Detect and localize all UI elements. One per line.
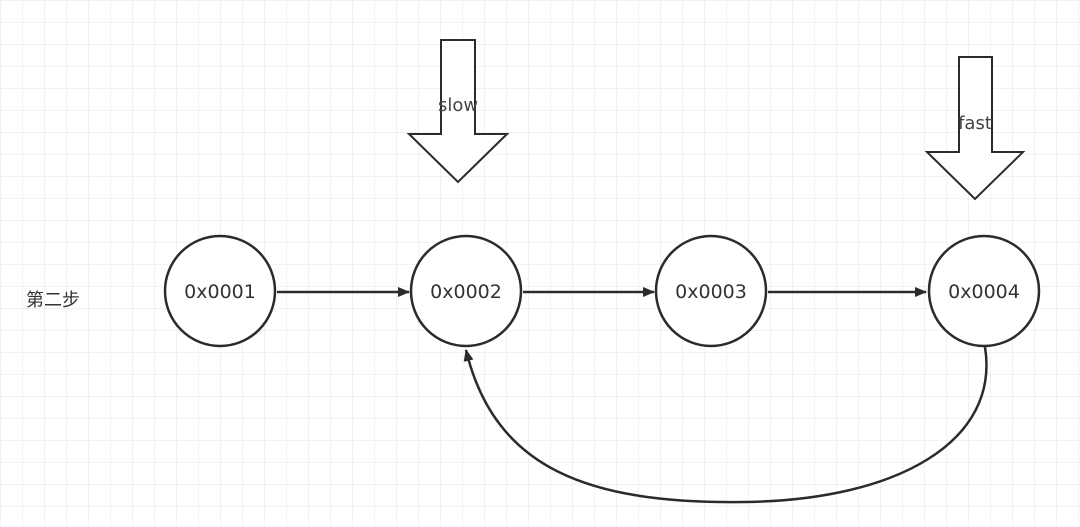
node-label: 0x0003 [675,281,747,303]
fast-pointer-arrow [924,56,1026,201]
fast-pointer-label: fast [958,113,992,134]
node-0x0002: 0x0002 [409,234,523,348]
node-circle [409,234,523,348]
node-0x0003: 0x0003 [654,234,768,348]
edge-n4-n2-back-link [463,346,988,504]
node-label: 0x0001 [184,281,256,303]
slow-pointer-label: slow [438,95,478,116]
edges [277,287,988,504]
node-circle [927,234,1041,348]
step-label: 第二步 [26,290,80,311]
node-0x0001: 0x0001 [163,234,277,348]
node-circle [654,234,768,348]
node-0x0004: 0x0004 [927,234,1041,348]
slow-pointer-arrow [406,39,510,184]
slow-pointer: slow [406,39,510,184]
fast-pointer: fast [924,56,1026,201]
node-label: 0x0004 [948,281,1020,303]
node-circle [163,234,277,348]
node-label: 0x0002 [430,281,502,303]
